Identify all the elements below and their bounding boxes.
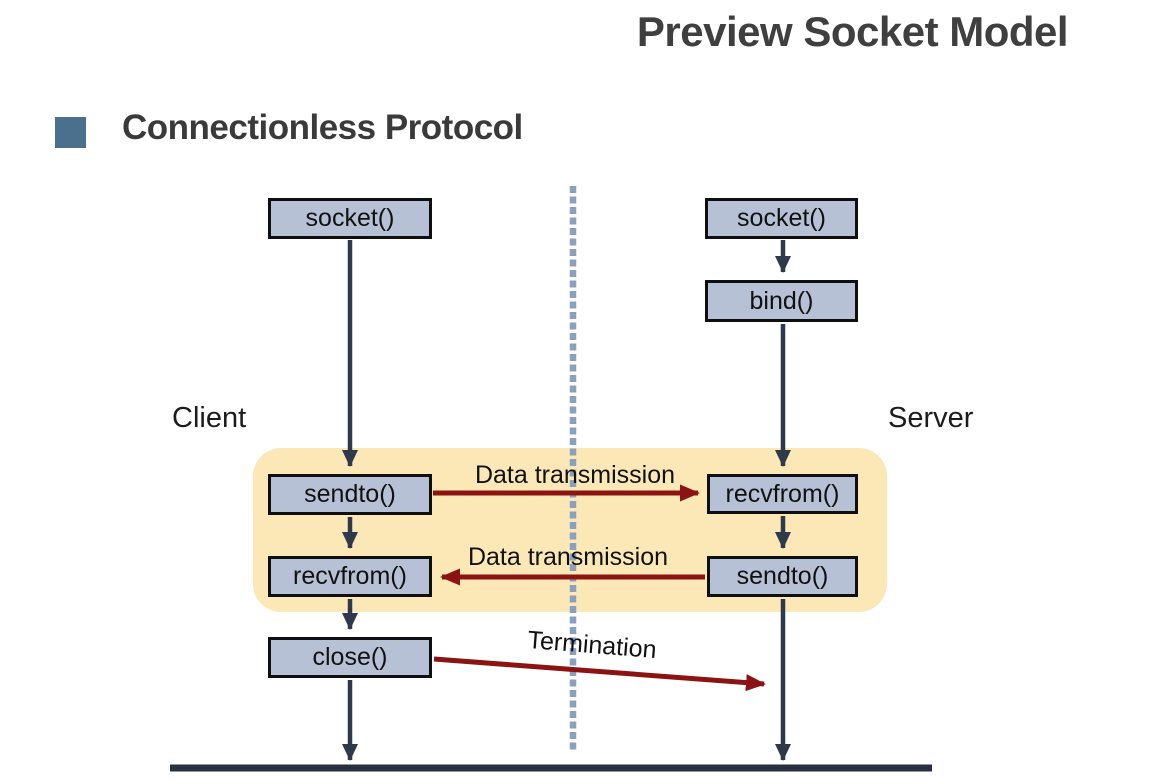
data-transmission-request-label: Data transmission	[474, 461, 676, 489]
client-role-label: Client	[172, 402, 247, 434]
server-bind-box: bind()	[705, 280, 858, 322]
client-socket-box: socket()	[268, 198, 432, 239]
section-heading: Connectionless Protocol	[55, 108, 523, 148]
data-transmission-response-label: Data transmission	[467, 543, 669, 571]
client-sendto-box: sendto()	[268, 474, 432, 515]
section-heading-label: Connectionless Protocol	[122, 108, 523, 147]
server-recvfrom-box: recvfrom()	[707, 474, 858, 514]
server-sendto-box: sendto()	[707, 556, 858, 597]
server-role-label: Server	[888, 402, 974, 434]
bullet-square-icon	[55, 117, 86, 148]
client-recvfrom-box: recvfrom()	[268, 556, 432, 597]
msg-arrow-termination	[433, 656, 766, 692]
page-title: Preview Socket Model	[636, 8, 1069, 55]
client-close-box: close()	[268, 637, 432, 678]
server-socket-box: socket()	[705, 198, 858, 239]
